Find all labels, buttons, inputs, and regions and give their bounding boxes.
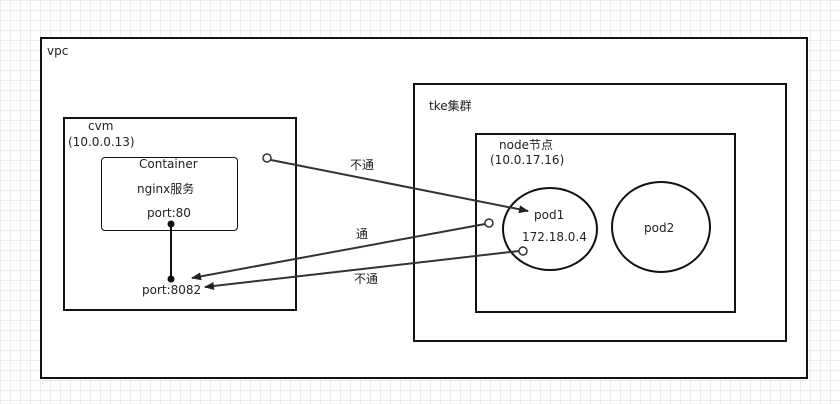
- pod2-circle: [611, 181, 711, 273]
- cvm-label: cvm: [88, 119, 114, 133]
- pod1-circle: [502, 187, 598, 271]
- edge-label-cvm-to-pod1: 不通: [350, 158, 375, 172]
- edge-label-pod1-to-port: 通: [356, 227, 369, 241]
- container-label: Container: [139, 157, 198, 171]
- arrow-pod1-to-port: [191, 223, 486, 281]
- pod1-ip: 172.18.0.4: [522, 230, 587, 244]
- cvm-ip: (10.0.0.13): [68, 135, 135, 149]
- arrow-pod1ip-to-port: [204, 250, 520, 290]
- pod1-arrow-origin: [484, 218, 494, 228]
- container-port-dot: [167, 220, 175, 228]
- node-label: node节点: [499, 138, 553, 152]
- host-port-dot: [167, 275, 175, 283]
- pod1-label: pod1: [534, 208, 565, 222]
- container-box: [101, 157, 238, 231]
- host-port-label: port:8082: [142, 283, 202, 297]
- container-port: port:80: [147, 206, 191, 220]
- tke-label: tke集群: [429, 99, 472, 113]
- edge-label-pod1ip-to-port: 不通: [354, 272, 379, 286]
- vpc-label: vpc: [47, 44, 69, 58]
- cvm-arrow-origin: [262, 153, 272, 163]
- container-service: nginx服务: [137, 182, 195, 196]
- pod1ip-arrow-origin: [518, 246, 528, 256]
- node-ip: (10.0.17.16): [490, 153, 565, 167]
- pod2-label: pod2: [644, 221, 675, 235]
- arrow-cvm-to-pod1: [270, 159, 529, 214]
